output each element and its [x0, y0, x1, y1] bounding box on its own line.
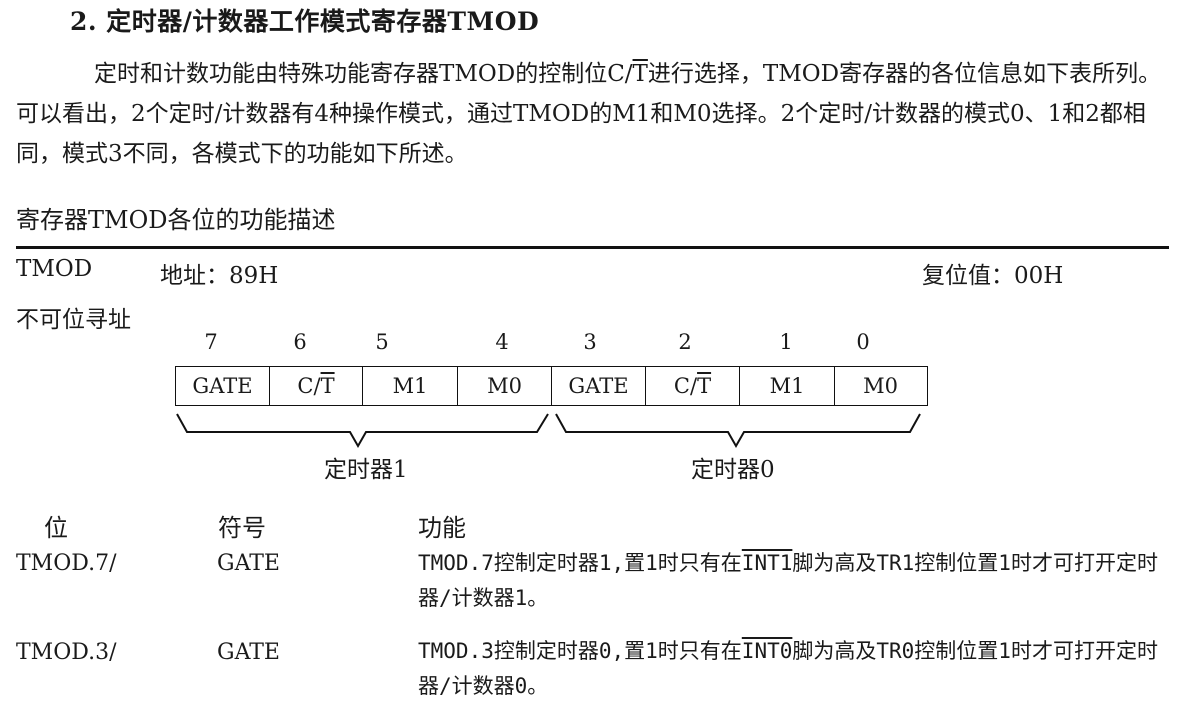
row-function: TMOD.3控制定时器0,置1时只有在INT0脚为高及TR0控制位置1时才可打开…	[418, 639, 1158, 698]
row-symbol: GATE	[217, 640, 280, 665]
bit-number: 2	[678, 330, 692, 354]
row-symbol: GATE	[217, 551, 280, 576]
bit-number: 1	[779, 330, 793, 354]
bit-number: 7	[204, 330, 218, 354]
bit-cell-2: C/T	[644, 366, 741, 406]
brace-timer1	[176, 413, 549, 449]
para-part1: 定时和计数功能由特殊功能寄存器TMOD的控制位C/	[94, 61, 633, 87]
bit-number: 5	[375, 330, 389, 354]
bit-cell-1: M1	[739, 366, 835, 406]
bit-cell-5: M1	[362, 366, 458, 406]
para-overline-t: T	[632, 61, 648, 87]
column-header-bit: 位	[44, 514, 68, 542]
bit-cell-4: M0	[456, 366, 553, 406]
timer1-label: 定时器1	[324, 457, 408, 483]
bit-cell-6: C/T	[268, 366, 364, 406]
caption-rule	[16, 246, 1169, 249]
row-bit: TMOD.7/	[16, 551, 117, 576]
row-function: TMOD.7控制定时器1,置1时只有在INT1脚为高及TR1控制位置1时才可打开…	[418, 551, 1158, 610]
bit-number: 3	[583, 330, 597, 354]
table-caption: 寄存器TMOD各位的功能描述	[16, 206, 336, 234]
column-header-function: 功能	[418, 514, 466, 542]
bit-number: 0	[856, 330, 870, 354]
bit-number: 4	[495, 330, 509, 354]
timer0-label: 定时器0	[691, 457, 775, 483]
register-reset-value: 复位值：00H	[922, 263, 1064, 289]
intro-paragraph: 定时和计数功能由特殊功能寄存器TMOD的控制位C/T进行选择，TMOD寄存器的各…	[16, 54, 1166, 174]
row-bit: TMOD.3/	[16, 640, 117, 665]
para-part2: 进行选择，TMOD寄存器的各位信息如下表所列。可以看出，2个定时/计数器有4种操…	[16, 61, 1162, 167]
bit-cell-7: GATE	[175, 366, 270, 406]
register-addressing: 不可位寻址	[16, 307, 131, 333]
column-header-symbol: 符号	[218, 514, 266, 542]
register-address: 地址：89H	[160, 263, 279, 289]
register-name: TMOD	[16, 256, 93, 282]
bit-cell-3: GATE	[551, 366, 646, 406]
bit-number: 6	[293, 330, 307, 354]
brace-timer0	[555, 413, 921, 449]
section-heading: 2. 定时器/计数器工作模式寄存器TMOD	[70, 7, 540, 36]
bit-cell-0: M0	[833, 366, 928, 406]
